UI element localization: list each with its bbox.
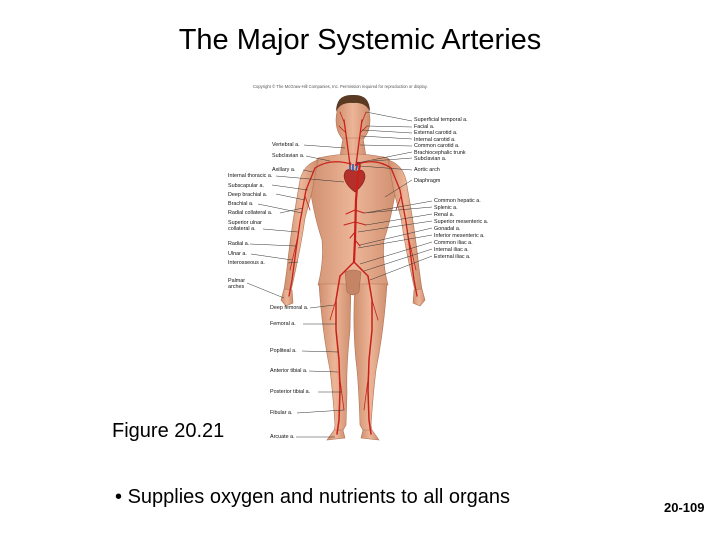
torso [307, 153, 399, 286]
label-superficial-temporal: Superficial temporal a. [414, 117, 468, 123]
leg-right [318, 283, 352, 433]
groin [344, 269, 362, 296]
label-femoral: Femoral a. [270, 321, 296, 327]
figure-number: Figure 20.21 [112, 420, 225, 442]
label-palmar-arches: Palmar arches [228, 278, 246, 291]
foot-left [360, 429, 380, 441]
label-popliteal: Popliteal a. [270, 348, 297, 354]
slide-title: The Major Systemic Arteries [178, 24, 542, 56]
label-common-hepatic: Common hepatic a. [434, 198, 481, 204]
iliac-right [335, 261, 355, 435]
label-aortic-arch: Aortic arch [414, 167, 440, 173]
heart-icon [343, 169, 366, 193]
label-subclavian-right: Subclavian a. [414, 156, 447, 162]
abdominal-branches [343, 209, 367, 247]
label-internal-carotid: Internal carotid a. [414, 136, 456, 143]
label-posterior-tibial: Posterior tibial a. [270, 389, 311, 395]
label-fibular: Fibular a. [270, 410, 293, 416]
label-brachial: Brachial a. [228, 201, 254, 207]
label-external-iliac: External iliac a. [434, 254, 471, 260]
common-carotid-right [343, 119, 351, 166]
label-external-carotid: External carotid a. [414, 130, 458, 136]
arm-right [283, 159, 319, 292]
label-common-iliac: Common iliac a. [434, 240, 473, 246]
neck [339, 137, 367, 157]
label-deep-femoral: Deep femoral a. [270, 305, 309, 311]
label-subscapular: Subscapular a. [228, 183, 264, 189]
descending-aorta [352, 161, 361, 264]
arteries [288, 111, 418, 435]
label-renal: Renal a. [434, 212, 455, 218]
label-splenic: Splenic a. [434, 205, 458, 211]
label-radial: Radial a. [228, 241, 250, 247]
bullet-point: • Supplies oxygen and nutrients to all o… [115, 486, 511, 508]
leg-left [353, 283, 388, 433]
label-anterior-tibial: Anterior tibial a. [270, 368, 308, 374]
forearm-branches [289, 195, 417, 271]
leader-lines [246, 111, 433, 438]
label-vertebral: Vertebral a. [272, 142, 300, 148]
bullet-text: Supplies oxygen and nutrients to all org… [127, 486, 511, 508]
label-radial-collateral: Radial collateral a. [228, 210, 273, 216]
iliac-left [353, 261, 373, 435]
label-subclavian-left: Subclavian a. [272, 153, 305, 159]
label-facial: Facial a. [414, 123, 435, 130]
hair [336, 94, 370, 112]
page-number: 20-109 [664, 500, 705, 515]
label-axillary: Axillary a. [272, 167, 296, 173]
facial-branches [338, 111, 368, 133]
label-diaphragm: Diaphragm [414, 178, 441, 184]
label-gonadal: Gonadal a. [434, 226, 461, 232]
leg-branches [329, 299, 379, 411]
label-internal-thoracic: Internal thoracic a. [228, 173, 273, 179]
label-superior-mesenteric: Superior mesenteric a. [434, 219, 489, 225]
common-carotid-left [355, 119, 363, 166]
hand-left [412, 288, 426, 307]
label-common-carotid: Common carotid a. [414, 143, 460, 149]
label-interosseous: Interosseous a. [228, 260, 265, 266]
label-deep-brachial: Deep brachial a. [228, 192, 268, 198]
label-superior-ulnar-collateral: Superior ulnar collateral a. [228, 220, 262, 233]
label-inferior-mesenteric: Inferior mesenteric a. [434, 233, 485, 239]
copyright-notice: Copyright © The McGraw-Hill Companies, I… [253, 84, 428, 89]
label-brachiocephalic: Brachiocephalic trunk [414, 149, 466, 156]
label-internal-iliac: Internal iliac a. [434, 247, 469, 253]
label-ulnar: Ulnar a. [228, 251, 247, 257]
label-arcuate: Arcuate a. [270, 434, 295, 440]
foot-right [326, 429, 346, 441]
